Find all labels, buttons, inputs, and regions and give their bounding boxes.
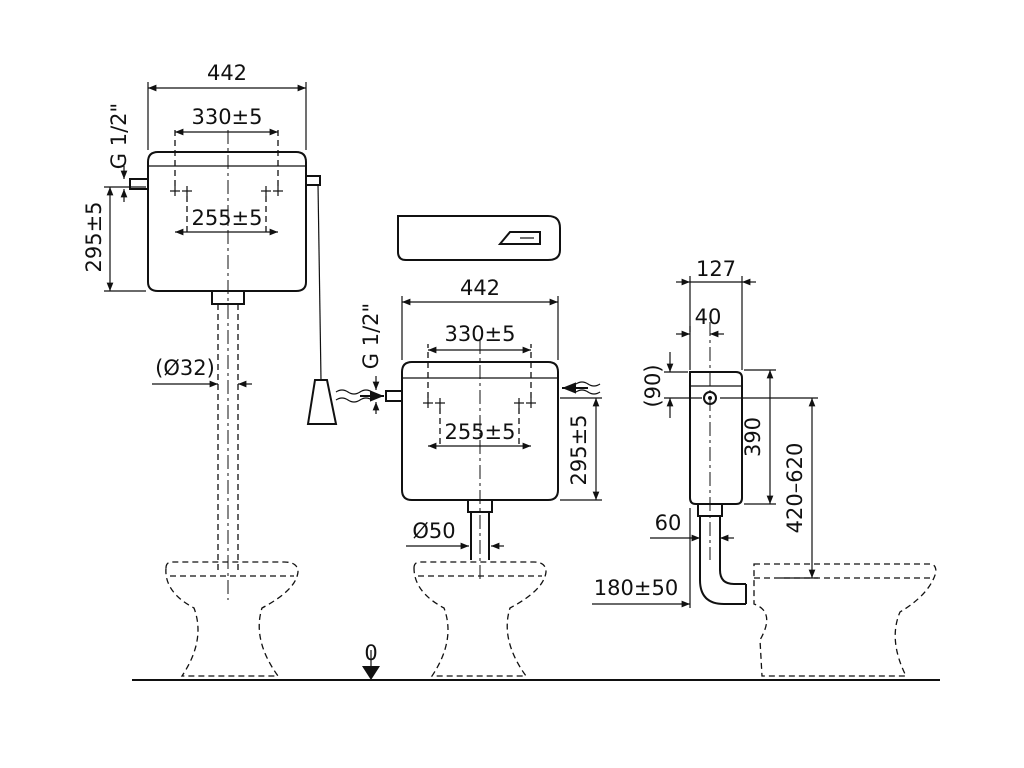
side-mount-height-label: 420–620 bbox=[783, 443, 807, 534]
low-outer-spacing-label: 330±5 bbox=[444, 322, 515, 346]
low-width-label: 442 bbox=[460, 276, 500, 300]
low-inner-spacing-label: 255±5 bbox=[444, 420, 515, 444]
floor-level-label: 0 bbox=[364, 641, 377, 665]
side-depth-label: 127 bbox=[696, 257, 736, 281]
side-view: 127 40 (90) 390 420–620 60 180±50 bbox=[592, 257, 937, 677]
side-toilet-pan bbox=[753, 563, 937, 677]
side-cistern-body bbox=[689, 371, 743, 505]
side-pipe-offset-label: 180±50 bbox=[594, 576, 678, 600]
high-inlet-thread-label: G 1/2" bbox=[107, 103, 131, 169]
high-level-cistern: 442 330±5 255±5 295±5 G 1/2" (Ø32) bbox=[82, 61, 338, 677]
side-pipe-size-label: 60 bbox=[655, 511, 682, 535]
low-outlet-diameter-label: Ø50 bbox=[412, 519, 455, 543]
side-inlet-offset-label: 40 bbox=[695, 305, 722, 329]
high-height-label: 295±5 bbox=[82, 201, 106, 272]
low-level-cistern: 442 330±5 255±5 295±5 G 1/2" Ø50 bbox=[335, 215, 602, 677]
pull-handle bbox=[306, 379, 338, 425]
side-inlet-height-label: (90) bbox=[641, 364, 665, 407]
high-pipe-diameter-label: (Ø32) bbox=[155, 356, 215, 380]
high-inner-spacing-label: 255±5 bbox=[191, 206, 262, 230]
low-height-label: 295±5 bbox=[567, 414, 591, 485]
side-tank-height-label: 390 bbox=[741, 417, 765, 457]
low-cistern-body bbox=[401, 361, 559, 501]
high-outer-spacing-label: 330±5 bbox=[191, 105, 262, 129]
high-toilet-pan bbox=[165, 561, 299, 677]
floor-level-marker bbox=[362, 666, 380, 680]
low-inlet-thread-label: G 1/2" bbox=[359, 303, 383, 369]
low-toilet-pan bbox=[413, 561, 547, 677]
cistern-lid bbox=[397, 215, 561, 261]
high-width-label: 442 bbox=[207, 61, 247, 85]
